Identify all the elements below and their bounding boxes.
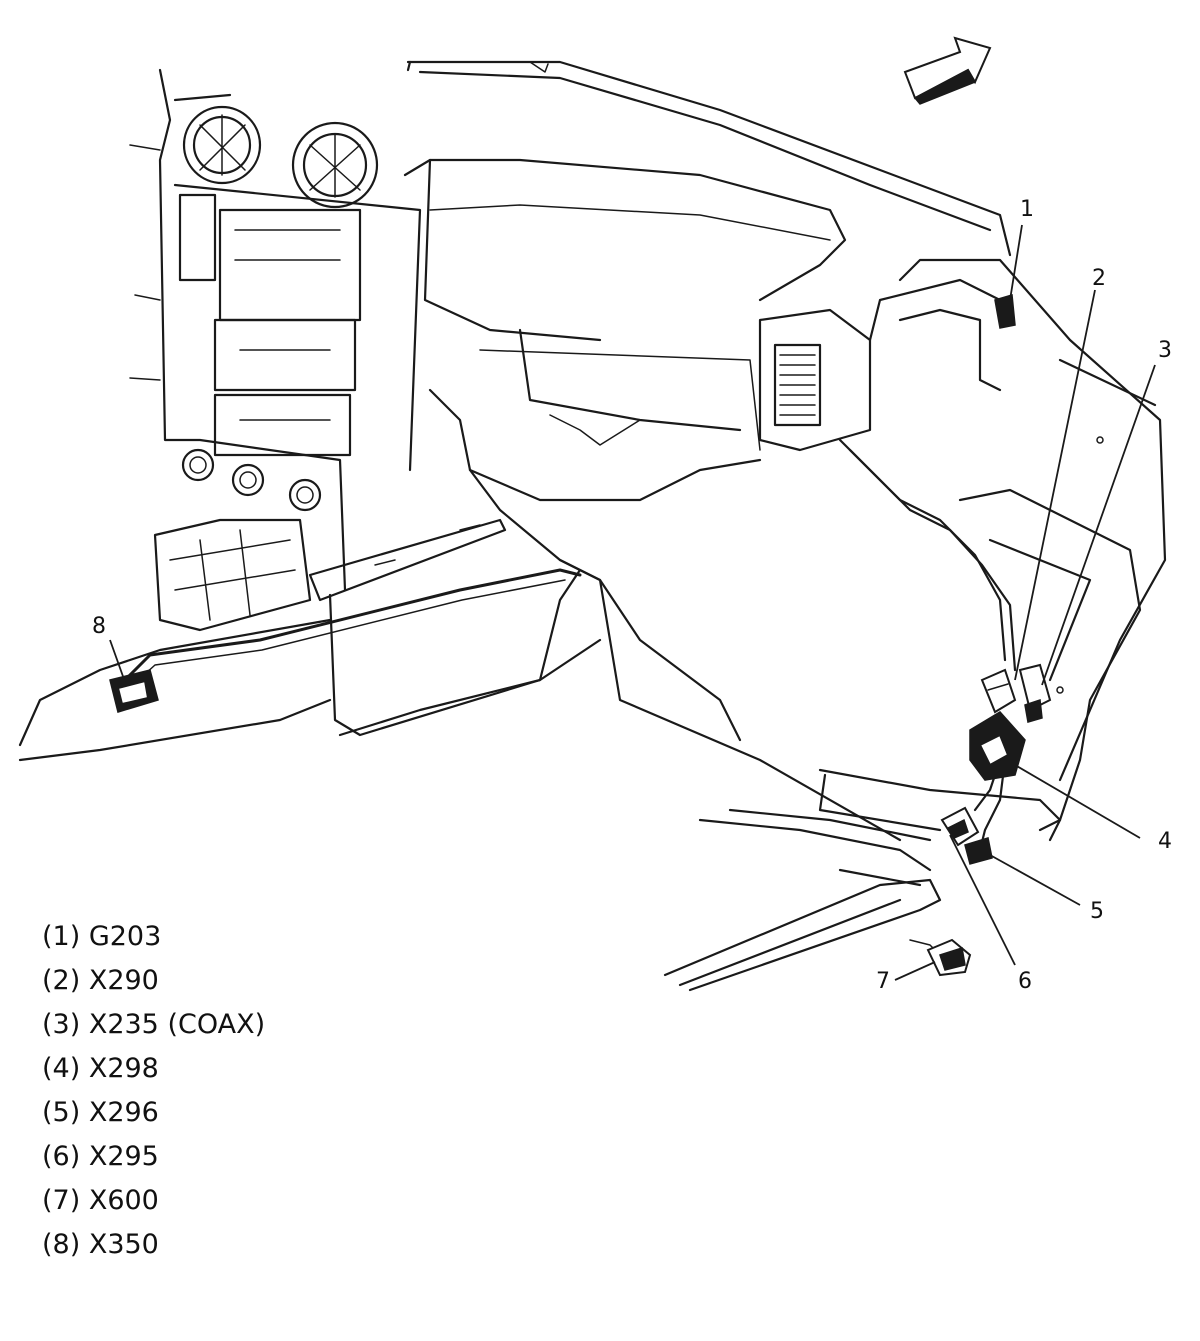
right-kick-panel [818,258,1167,842]
callout-2: 2 [1092,266,1106,291]
callout-1: 1 [1020,197,1034,222]
leader-lines [109,224,1156,981]
connector-x296 [964,837,993,865]
callout-8: 8 [92,614,106,639]
glove-box-area [428,328,762,742]
hvac-module [758,278,1002,452]
connector-x295 [940,806,980,847]
legend-item-x296: (5) X296 [42,1097,159,1128]
connector-x350 [109,669,159,713]
connector-x600 [926,938,972,977]
console-bracket [153,518,602,737]
callout-3: 3 [1158,338,1172,363]
connector-x235 [1018,663,1052,723]
legend-item-x290: (2) X290 [42,965,159,996]
center-stack [129,68,422,592]
legend-item-g203: (1) G203 [42,921,162,952]
legend-item-x350: (8) X350 [42,1229,159,1260]
connector-x290 [980,668,1017,714]
legend-item-x295: (6) X295 [42,1141,159,1172]
floor-outline [18,558,942,992]
legend-item-x235: (3) X235 (COAX) [42,1009,266,1040]
callout-7: 7 [876,969,890,994]
callout-6: 6 [1018,969,1032,994]
callout-5: 5 [1090,899,1104,924]
connector-g203 [994,294,1016,329]
legend-item-x600: (7) X600 [42,1185,159,1216]
connector-x298 [969,711,1026,781]
callout-4: 4 [1158,829,1172,854]
instrument-panel-upper [403,60,1012,342]
legend-item-x298: (4) X298 [42,1053,159,1084]
connector-legend: (1) G203 (2) X290 (3) X235 (COAX) (4) X2… [42,915,265,1267]
forward-arrow-icon [903,36,992,105]
